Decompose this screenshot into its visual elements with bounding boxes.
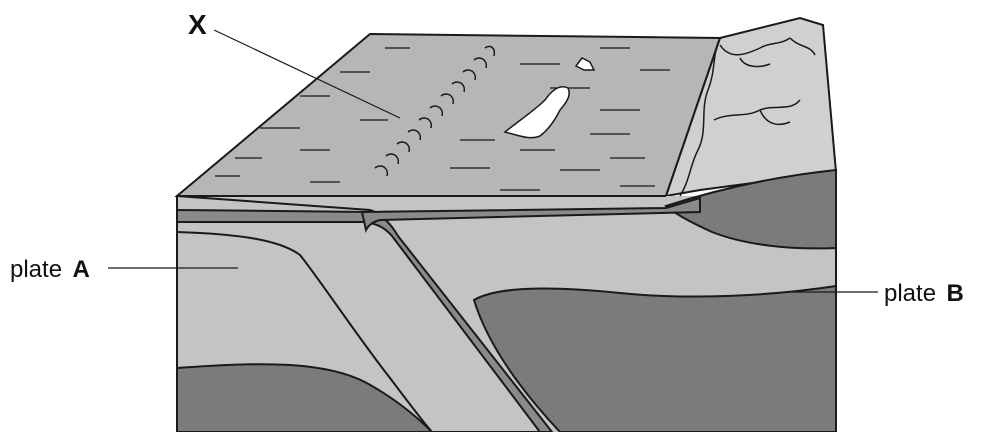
label-x: X [188, 9, 207, 40]
label-plate-a: plate A [10, 256, 90, 283]
ocean-surface [177, 34, 720, 196]
label-plate-b: plate B [884, 280, 964, 307]
